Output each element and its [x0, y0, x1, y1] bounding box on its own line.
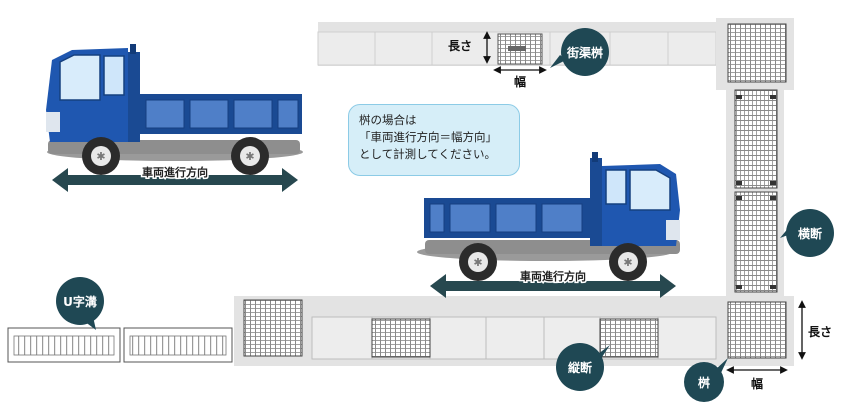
badge-grating-road: 街渠桝	[550, 28, 609, 76]
direction-arrow-left: 車両進行方向	[52, 164, 298, 192]
svg-text:✱: ✱	[96, 150, 105, 163]
direction-arrow-right: 車両進行方向	[430, 268, 676, 298]
svg-text:✱: ✱	[623, 256, 632, 269]
badge-longitudinal: 縦断	[556, 343, 610, 391]
top-dimension-arrows: 長さ 幅	[448, 31, 547, 89]
width-label-bottom: 幅	[751, 376, 763, 391]
length-label-top: 長さ	[448, 38, 472, 53]
truck-right: ✱ ✱	[417, 152, 680, 281]
length-label-bottom: 長さ	[808, 324, 832, 339]
badge-catch-basin: 桝	[684, 358, 728, 402]
bottom-gutter-strip	[234, 296, 794, 366]
truck-left: ✱ ✱	[46, 44, 303, 175]
badge-longitudinal-label: 縦断	[568, 360, 592, 375]
right-vertical-strip	[716, 18, 794, 298]
note-line-3: として計測してください。	[359, 147, 496, 161]
direction-label-left: 車両進行方向	[142, 165, 208, 179]
badge-grating-road-label: 街渠桝	[566, 45, 603, 60]
direction-label-right: 車両進行方向	[520, 269, 586, 283]
badge-transverse: 横断	[780, 209, 834, 257]
note-line-1: 桝の場合は	[359, 113, 417, 127]
svg-text:✱: ✱	[473, 256, 482, 269]
badge-catch-basin-label: 桝	[698, 375, 710, 390]
badge-u-ditch: U字溝	[56, 277, 104, 330]
note-line-2: 「車両進行方向＝幅方向」	[359, 130, 497, 144]
width-label-top: 幅	[514, 74, 526, 89]
instruction-note: 桝の場合は 「車両進行方向＝幅方向」 として計測してください。	[348, 104, 520, 176]
bottom-dimension-arrows: 長さ 幅	[726, 300, 832, 391]
svg-text:✱: ✱	[245, 150, 254, 163]
u-ditch	[7, 327, 233, 363]
badge-u-ditch-label: U字溝	[63, 294, 97, 309]
badge-transverse-label: 横断	[798, 226, 822, 241]
